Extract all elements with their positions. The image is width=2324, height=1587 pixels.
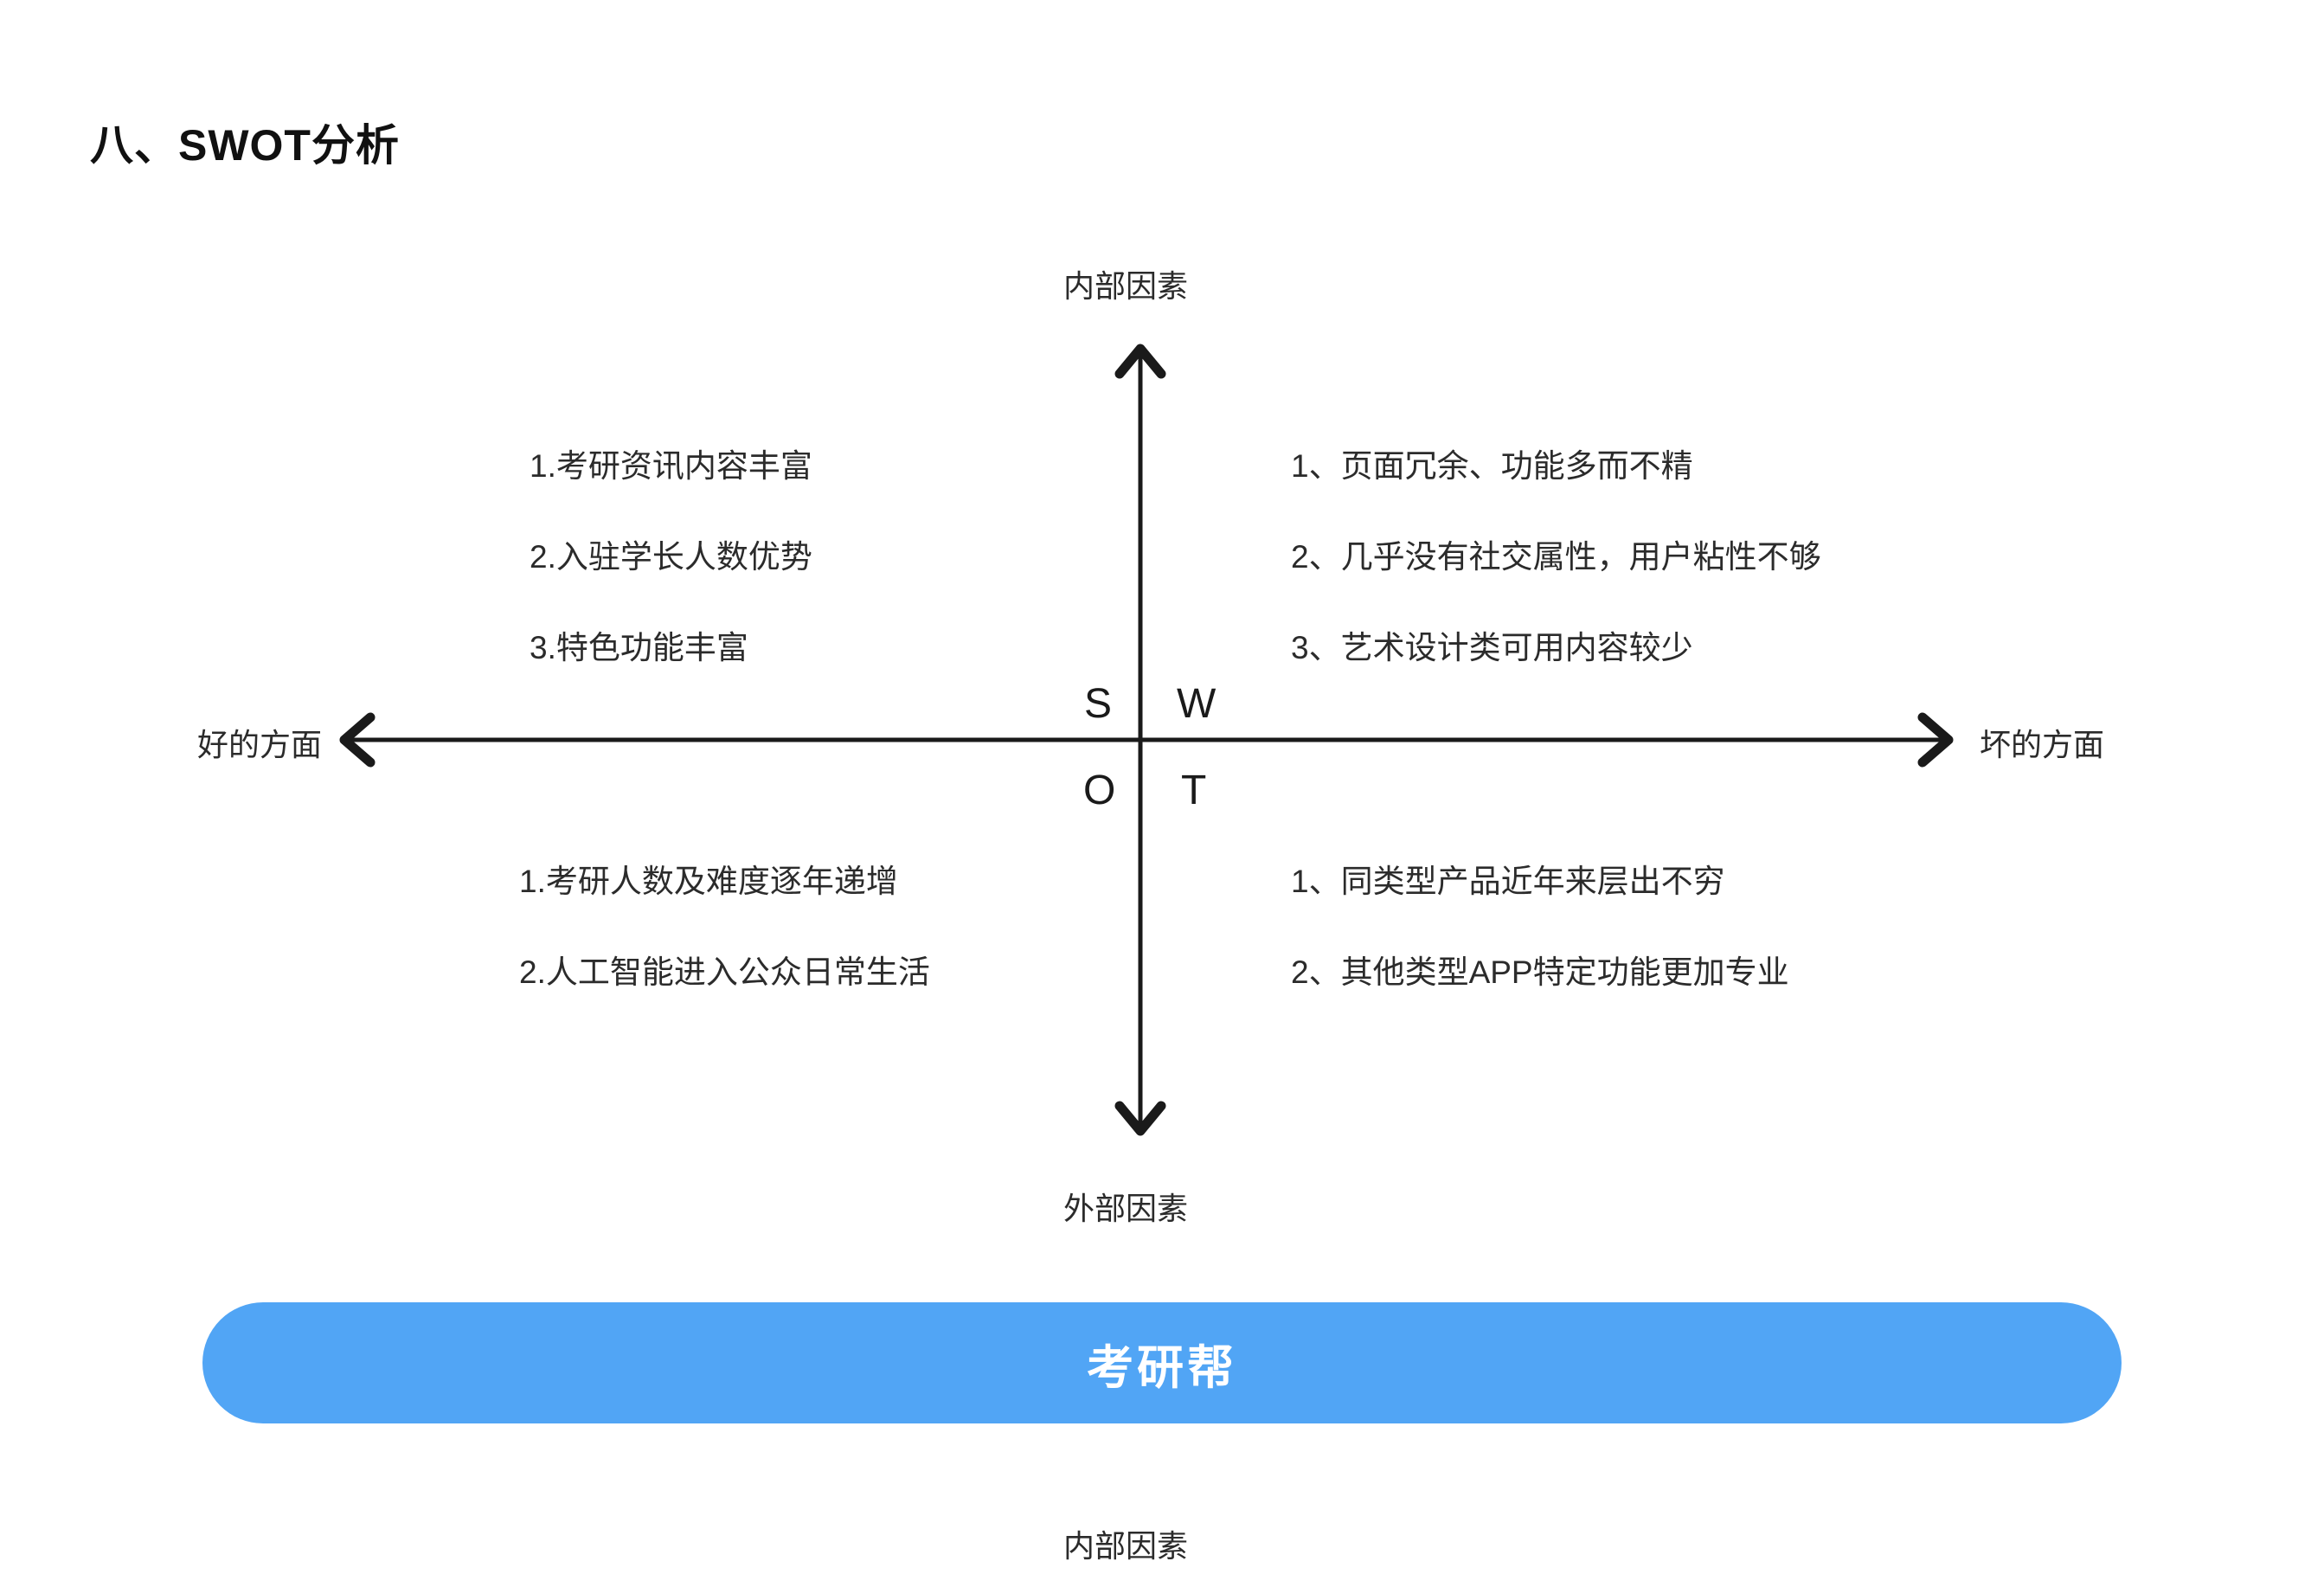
page-title: 八、SWOT分析: [90, 121, 400, 170]
axis-arrow-down-icon: [1114, 1101, 1166, 1136]
quadrant-opportunities: 1.考研人数及难度逐年递增 2.人工智能进入公众日常生活: [519, 864, 930, 1047]
quadrant-weaknesses: 1、页面冗余、功能多而不精 2、几乎没有社交属性，用户粘性不够 3、艺术设计类可…: [1291, 448, 1821, 723]
quadrant-letter-o: O: [1083, 768, 1116, 813]
quadrant-letter-s: S: [1084, 681, 1113, 727]
quadrant-item: 3、艺术设计类可用内容较少: [1291, 629, 1693, 665]
axis-label-top: 内部因素: [1063, 268, 1189, 304]
brand-button-label: 考研帮: [1087, 1341, 1237, 1394]
quadrant-item: 1、页面冗余、功能多而不精: [1291, 448, 1693, 484]
footer-label: 内部因素: [1063, 1528, 1189, 1564]
quadrant-item: 2、其他类型APP特定功能更加专业: [1291, 954, 1789, 990]
axis-arrow-right-icon: [1917, 712, 1954, 768]
quadrant-item: 2、几乎没有社交属性，用户粘性不够: [1291, 538, 1821, 575]
quadrant-letter-t: T: [1181, 768, 1207, 813]
axis-label-bottom: 外部因素: [1063, 1191, 1189, 1226]
quadrant-item: 2.人工智能进入公众日常生活: [519, 954, 930, 990]
brand-button[interactable]: 考研帮: [202, 1302, 2122, 1423]
axis-label-right: 坏的方面: [1980, 727, 2105, 762]
quadrant-letter-w: W: [1177, 681, 1217, 727]
quadrant-item: 1.考研资讯内容丰富: [530, 448, 812, 484]
quadrant-item: 1、同类型产品近年来层出不穷: [1291, 864, 1725, 899]
axis-label-left: 好的方面: [197, 727, 323, 762]
quadrant-threats: 1、同类型产品近年来层出不穷 2、其他类型APP特定功能更加专业: [1291, 864, 1789, 1047]
axis-arrow-left-icon: [339, 712, 376, 768]
quadrant-item: 1.考研人数及难度逐年递增: [519, 864, 898, 899]
quadrant-strengths: 1.考研资讯内容丰富 2.入驻学长人数优势 3.特色功能丰富: [530, 448, 812, 723]
quadrant-item: 3.特色功能丰富: [530, 629, 748, 665]
quadrant-item: 2.入驻学长人数优势: [530, 538, 812, 575]
axis-arrow-up-icon: [1114, 344, 1166, 379]
